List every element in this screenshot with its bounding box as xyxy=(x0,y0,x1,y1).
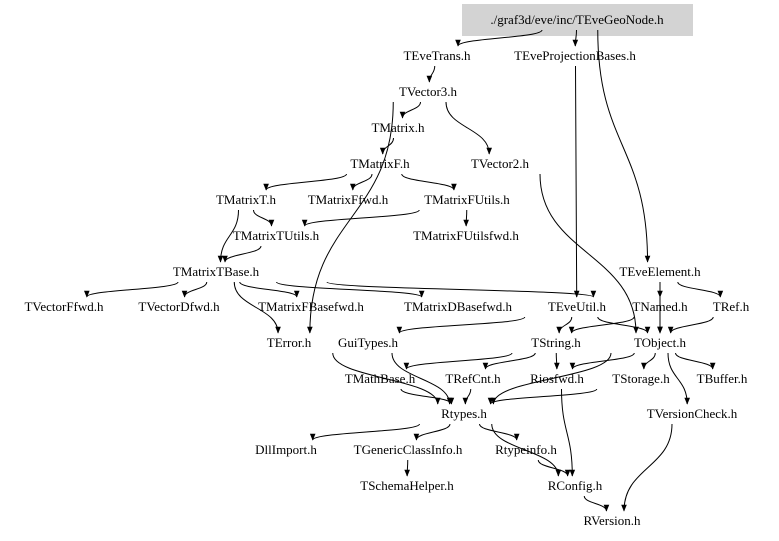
edge-tmatrixfutils-to-tmatrixfutilsfwd xyxy=(463,209,469,227)
node-tobject[interactable]: TObject.h xyxy=(634,335,687,350)
edge-tstring-to-trefcnt xyxy=(482,352,536,370)
node-tmatrixdbasefwd[interactable]: TMatrixDBasefwd.h xyxy=(404,299,512,314)
edge-tvector3-to-tvector2 xyxy=(445,101,492,155)
edge-root-to-tevetrans xyxy=(455,29,543,47)
edge-tref-to-tobject xyxy=(667,316,714,334)
node-rtypeinfo[interactable]: Rtypeinfo.h xyxy=(495,442,557,457)
node-trefcnt[interactable]: TRefCnt.h xyxy=(445,371,501,386)
node-tmatrixffwd[interactable]: TMatrixFfwd.h xyxy=(308,192,389,207)
edge-tmathbase-to-rtypes xyxy=(400,388,455,405)
edge-teveutil-to-tstring xyxy=(556,316,573,334)
edge-tmatrixf-to-tmatrixffwd xyxy=(350,173,373,191)
node-tmatrixtutils[interactable]: TMatrixTUtils.h xyxy=(233,228,320,243)
node-tvectordfwd[interactable]: TVectorDfwd.h xyxy=(138,299,220,314)
node-rtypes[interactable]: Rtypes.h xyxy=(441,406,487,421)
edge-riosfwd-to-rconfig xyxy=(561,388,576,477)
edge-tstorage-to-rtypes xyxy=(487,388,598,405)
edge-root-to-teveprojectionbases xyxy=(572,29,579,47)
edge-tmatrixtutils-to-tmatrixtbase xyxy=(222,245,262,263)
edge-terror-to-rtypes xyxy=(332,352,441,405)
node-tschemahelper[interactable]: TSchemaHelper.h xyxy=(360,478,454,493)
edge-tobject-to-tstorage xyxy=(641,352,656,370)
node-tbuffer[interactable]: TBuffer.h xyxy=(697,371,748,386)
node-tgenericclassinfo[interactable]: TGenericClassInfo.h xyxy=(354,442,463,457)
edge-tstring-to-riosfwd xyxy=(554,352,560,370)
node-tevetrans[interactable]: TEveTrans.h xyxy=(403,48,471,63)
edge-rtypes-to-dllimport xyxy=(309,423,420,441)
edge-tstring-to-tmathbase xyxy=(403,352,513,370)
node-tmatrixtbase[interactable]: TMatrixTBase.h xyxy=(173,264,260,279)
edge-tgenericclassinfo-to-tschemahelper xyxy=(404,459,410,477)
edge-tmatrixt-to-tmatrixtutils xyxy=(253,209,275,227)
node-tvector2[interactable]: TVector2.h xyxy=(471,156,530,171)
edge-rconfig-to-rversion xyxy=(583,495,610,512)
edge-guitypes-to-rtypes xyxy=(391,352,453,405)
node-riosfwd[interactable]: Riosfwd.h xyxy=(530,371,584,386)
edge-trefcnt-to-rtypes xyxy=(462,388,472,405)
edge-teveutil-to-guitypes xyxy=(396,316,526,334)
edge-tvector2-to-tobject xyxy=(539,173,639,334)
root-node-box[interactable] xyxy=(462,4,693,36)
node-terror[interactable]: TError.h xyxy=(267,335,312,350)
edge-tmatrixtbase-to-tvectordfwd xyxy=(181,281,208,298)
node-tversioncheck[interactable]: TVersionCheck.h xyxy=(647,406,738,421)
edge-tevetrans-to-tvector3 xyxy=(426,65,436,83)
edge-tmatrixtbase-to-tnamed xyxy=(326,281,596,298)
node-teveelement[interactable]: TEveElement.h xyxy=(619,264,701,279)
edge-tvector3-to-tmatrix xyxy=(399,101,421,119)
edge-teveelement-to-tref xyxy=(677,281,724,298)
node-teveprojectionbases[interactable]: TEveProjectionBases.h xyxy=(514,48,636,63)
edge-rtypes-to-rtypeinfo xyxy=(479,423,520,441)
edge-tmatrixf-to-tmatrixt xyxy=(263,173,347,191)
node-tref[interactable]: TRef.h xyxy=(713,299,750,314)
edge-tobject-to-riosfwd xyxy=(569,352,635,370)
edge-tversioncheck-to-rversion xyxy=(621,423,673,512)
edge-root-to-teveelement xyxy=(597,29,651,263)
edge-tmatrixt-to-tmatrixtbase xyxy=(217,209,239,263)
edge-tvector3-to-terror xyxy=(307,101,394,334)
node-rconfig[interactable]: RConfig.h xyxy=(548,478,603,493)
node-dllimport[interactable]: DllImport.h xyxy=(255,442,317,457)
node-root[interactable]: ./graf3d/eve/inc/TEveGeoNode.h xyxy=(490,12,664,27)
node-tnamed[interactable]: TNamed.h xyxy=(632,299,688,314)
edge-tobject-to-tversioncheck xyxy=(667,352,690,405)
edge-tmatrixtbase-to-terror xyxy=(233,281,281,334)
node-tmatrixfutilsfwd[interactable]: TMatrixFUtilsfwd.h xyxy=(413,228,519,243)
edge-tmatrixtbase-to-tmatrixfbasefwd xyxy=(239,281,300,298)
node-guitypes[interactable]: GuiTypes.h xyxy=(338,335,399,350)
node-tvector3[interactable]: TVector3.h xyxy=(399,84,458,99)
edge-tmatrixf-to-tmatrixfutils xyxy=(401,173,457,191)
node-tvectorffwd[interactable]: TVectorFfwd.h xyxy=(24,299,104,314)
node-tmatrixt[interactable]: TMatrixT.h xyxy=(216,192,277,207)
edge-rtypeinfo-to-rconfig xyxy=(537,459,571,477)
node-tmathbase[interactable]: TMathBase.h xyxy=(345,371,416,386)
node-tstring[interactable]: TString.h xyxy=(531,335,581,350)
node-teveutil[interactable]: TEveUtil.h xyxy=(548,299,607,314)
node-tmatrixfutils[interactable]: TMatrixFUtils.h xyxy=(424,192,510,207)
edge-tobject-to-tbuffer xyxy=(675,352,716,370)
edge-tmatrix-to-tmatrixf xyxy=(379,137,394,155)
edge-teveprojectionbases-to-teveutil xyxy=(573,65,580,298)
node-tstorage[interactable]: TStorage.h xyxy=(612,371,670,386)
node-tmatrixfbasefwd[interactable]: TMatrixFBasefwd.h xyxy=(258,299,364,314)
edge-tnamed-to-tstring xyxy=(568,316,635,334)
node-tmatrix[interactable]: TMatrix.h xyxy=(371,120,425,135)
node-rversion[interactable]: RVersion.h xyxy=(583,513,641,528)
edge-tmatrixtbase-to-tvectorffwd xyxy=(84,281,179,298)
edge-teveutil-to-tobject xyxy=(597,316,651,334)
edge-tmatrixfutils-to-tmatrixtutils xyxy=(301,209,420,227)
edge-tmatrixtbase-to-tmatrixdbasefwd xyxy=(276,281,425,298)
edge-rtypes-to-tgenericclassinfo xyxy=(413,423,451,441)
node-tmatrixf[interactable]: TMatrixF.h xyxy=(350,156,410,171)
